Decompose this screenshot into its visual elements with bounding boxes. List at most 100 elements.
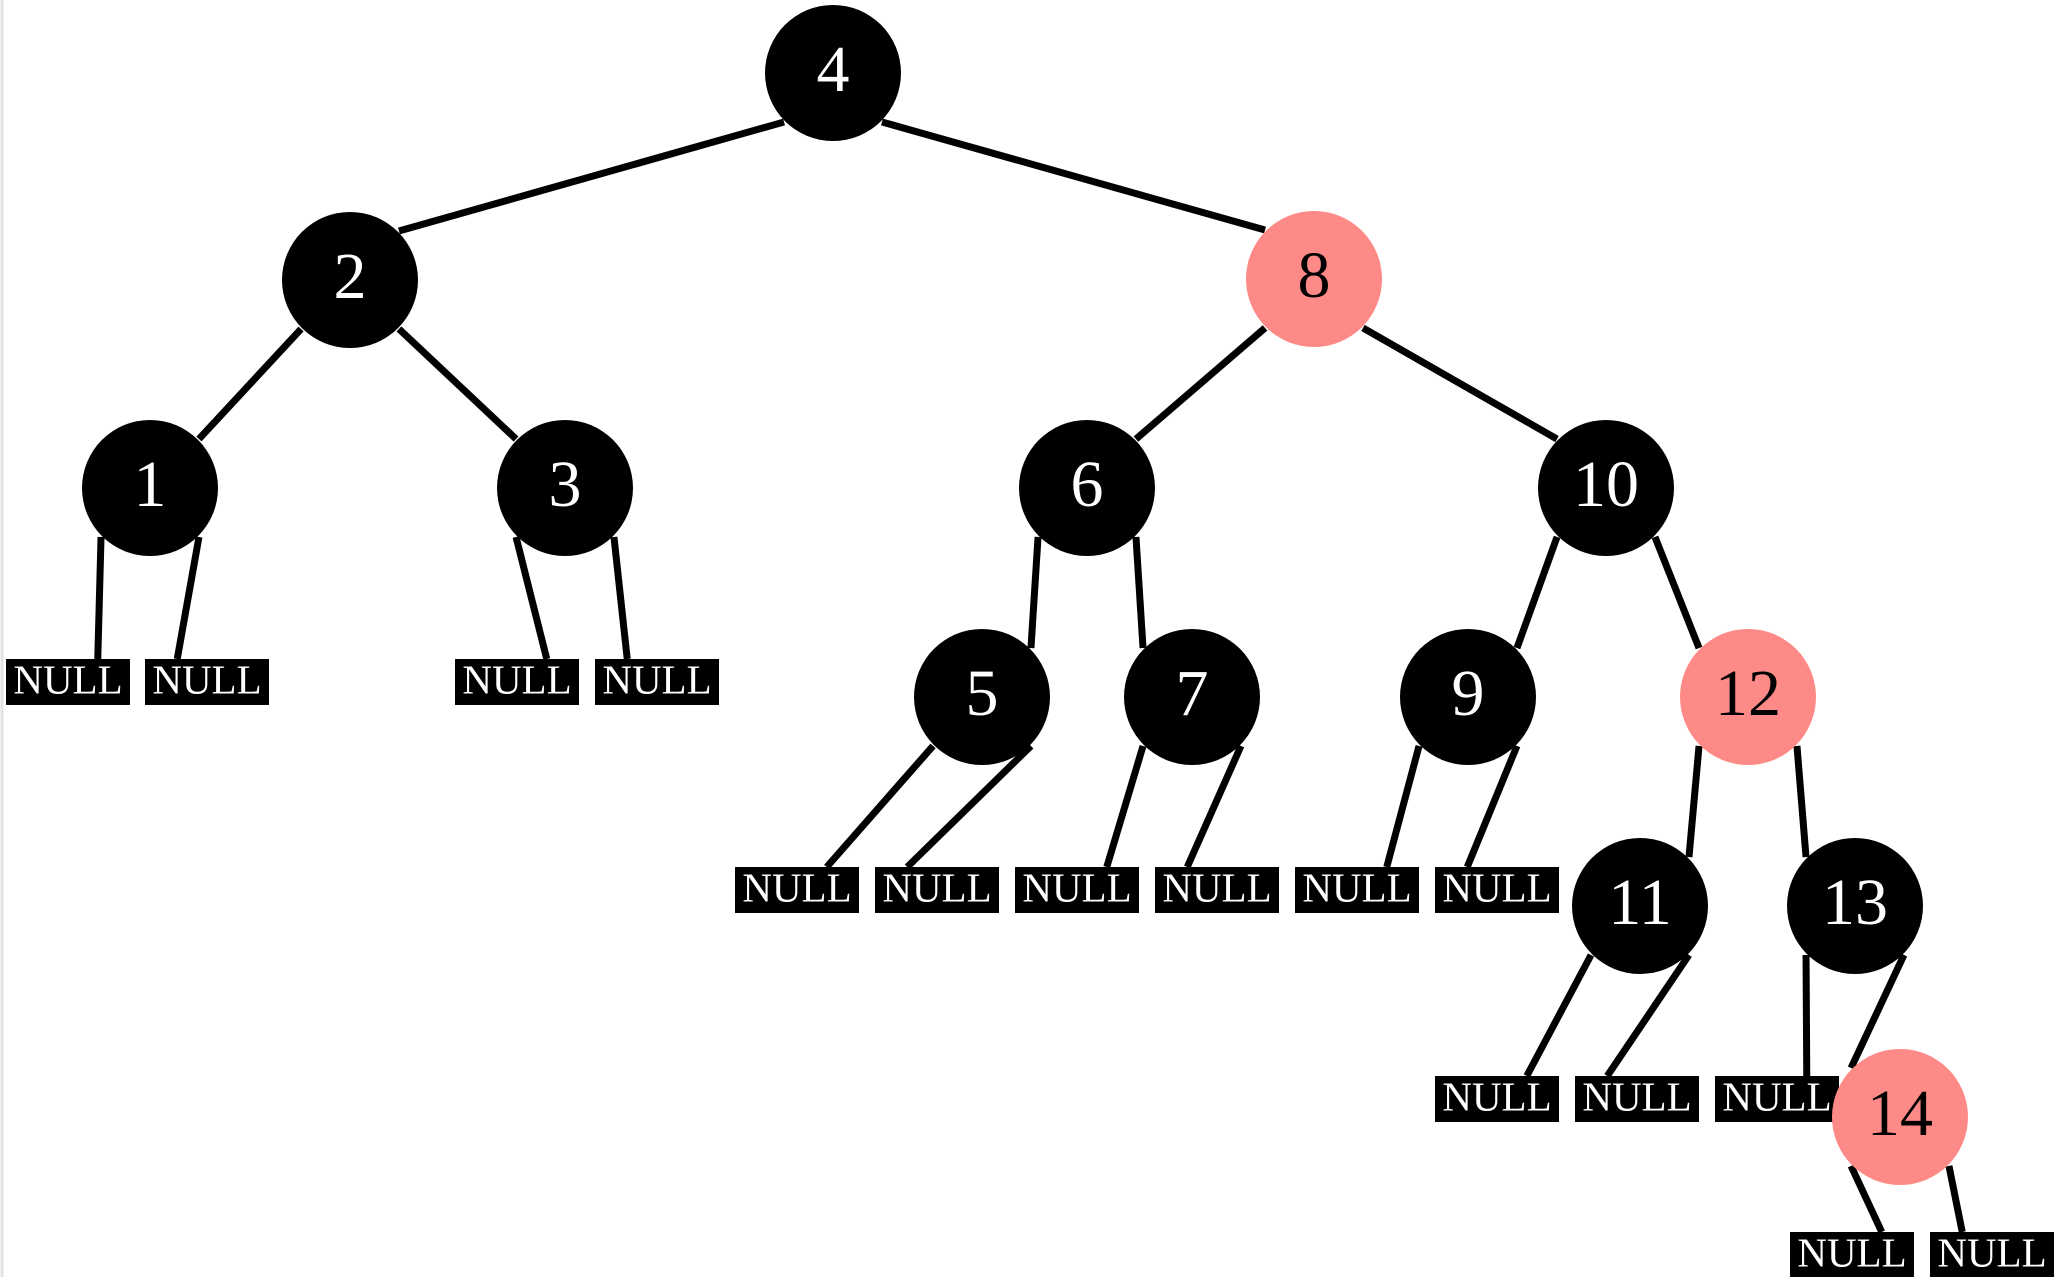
- null-leaf-box: [455, 659, 579, 705]
- null-leaf-box: [1575, 1076, 1699, 1122]
- tree-edge: [1651, 535, 1703, 650]
- tree-node-label: 3: [549, 448, 582, 521]
- tree-node[interactable]: 10: [1538, 420, 1674, 556]
- tree-edge: [1027, 536, 1042, 649]
- tree-node[interactable]: 5: [914, 629, 1050, 765]
- tree-edge: [824, 743, 936, 870]
- tree-edge: [512, 536, 551, 660]
- null-leaf[interactable]: NULL: [735, 864, 859, 913]
- null-leaf[interactable]: NULL: [595, 656, 719, 705]
- null-leaf-label: NULL: [602, 656, 711, 702]
- tree-edge: [1685, 745, 1703, 858]
- tree-node-label: 9: [1452, 657, 1485, 730]
- null-leaf-box: [735, 867, 859, 913]
- tree-node-label: 6: [1071, 448, 1104, 521]
- black-node-circle: [1019, 420, 1155, 556]
- black-node-circle: [1787, 838, 1923, 974]
- tree-node-label: 13: [1822, 866, 1888, 939]
- null-leaf[interactable]: NULL: [1435, 864, 1559, 913]
- black-node-circle: [914, 629, 1050, 765]
- tree-edge: [1133, 325, 1268, 442]
- null-leaf[interactable]: NULL: [1790, 1229, 1914, 1277]
- tree-node-label: 8: [1298, 239, 1331, 312]
- tree-node[interactable]: 7: [1124, 629, 1260, 765]
- tree-node-label: 12: [1715, 657, 1781, 730]
- null-leaf[interactable]: NULL: [1930, 1229, 2054, 1277]
- null-leaf-box: [6, 659, 130, 705]
- tree-edge: [1464, 744, 1521, 869]
- tree-node[interactable]: 2: [282, 212, 418, 348]
- tree-node[interactable]: 12: [1680, 629, 1816, 765]
- null-leaf-box: [1930, 1232, 2054, 1277]
- tree-edge: [1847, 953, 1908, 1070]
- null-leaf-label: NULL: [152, 656, 261, 702]
- null-leaf-label: NULL: [1442, 864, 1551, 910]
- tree-edge: [881, 118, 1266, 234]
- tree-edge: [904, 743, 1034, 870]
- tree-edge: [1361, 324, 1559, 443]
- tree-edge: [1383, 745, 1423, 868]
- tree-edge: [1523, 953, 1595, 1078]
- null-leaf-label: NULL: [1937, 1229, 2046, 1275]
- null-leaf[interactable]: NULL: [1715, 1073, 1839, 1122]
- null-leaf-box: [1015, 867, 1139, 913]
- tree-edge: [1132, 536, 1147, 649]
- black-node-circle: [1572, 838, 1708, 974]
- null-leaf[interactable]: NULL: [145, 656, 269, 705]
- tree-node[interactable]: 6: [1019, 420, 1155, 556]
- null-leaf[interactable]: NULL: [1155, 864, 1279, 913]
- null-leaf-label: NULL: [882, 864, 991, 910]
- red-node-circle: [1832, 1049, 1968, 1185]
- tree-node-label: 5: [966, 657, 999, 730]
- null-leaf[interactable]: NULL: [1015, 864, 1139, 913]
- tree-edge: [1103, 744, 1147, 869]
- tree-edge: [1793, 745, 1810, 858]
- null-leaves-layer: NULL NULL NULL NULL NULL NULL NULL NULL NULL NULL…: [6, 656, 2054, 1277]
- null-leaf[interactable]: NULL: [1435, 1073, 1559, 1122]
- null-leaf[interactable]: NULL: [875, 864, 999, 913]
- tree-node[interactable]: 8: [1246, 211, 1382, 347]
- tree-node-label: 4: [817, 33, 850, 106]
- null-leaf[interactable]: NULL: [1575, 1073, 1699, 1122]
- null-leaf-box: [1295, 867, 1419, 913]
- tree-node[interactable]: 1: [82, 420, 218, 556]
- null-leaf-label: NULL: [462, 656, 571, 702]
- null-leaf-label: NULL: [1582, 1073, 1691, 1119]
- red-node-circle: [1680, 629, 1816, 765]
- tree-edge: [173, 536, 203, 660]
- null-leaf-box: [1435, 867, 1559, 913]
- tree-edge: [398, 118, 785, 235]
- null-leaf[interactable]: NULL: [6, 656, 130, 705]
- tree-node[interactable]: 13: [1787, 838, 1923, 974]
- black-node-circle: [497, 420, 633, 556]
- tree-node-label: 7: [1176, 657, 1209, 730]
- null-leaf-box: [145, 659, 269, 705]
- black-node-circle: [282, 212, 418, 348]
- tree-edge: [94, 536, 105, 660]
- tree-node[interactable]: 11: [1572, 838, 1708, 974]
- tree-edge: [1513, 535, 1561, 650]
- red-node-circle: [1246, 211, 1382, 347]
- null-leaf-label: NULL: [1442, 1073, 1551, 1119]
- null-leaf-label: NULL: [1722, 1073, 1831, 1119]
- null-leaf-box: [1790, 1232, 1914, 1277]
- tree-edge: [196, 326, 304, 442]
- null-leaf-label: NULL: [1302, 864, 1411, 910]
- null-leaf[interactable]: NULL: [455, 656, 579, 705]
- null-leaf[interactable]: NULL: [1295, 864, 1419, 913]
- tree-node[interactable]: 14: [1832, 1049, 1968, 1185]
- black-node-circle: [1538, 420, 1674, 556]
- tree-node[interactable]: 9: [1400, 629, 1536, 765]
- null-leaf-box: [1435, 1076, 1559, 1122]
- black-node-circle: [1124, 629, 1260, 765]
- tree-edge: [1184, 744, 1245, 869]
- tree-node[interactable]: 4: [765, 5, 901, 141]
- tree-node-label: 1: [134, 448, 167, 521]
- tree-node[interactable]: 3: [497, 420, 633, 556]
- null-leaf-box: [875, 867, 999, 913]
- black-node-circle: [765, 5, 901, 141]
- black-node-circle: [82, 420, 218, 556]
- tree-edge: [610, 536, 631, 660]
